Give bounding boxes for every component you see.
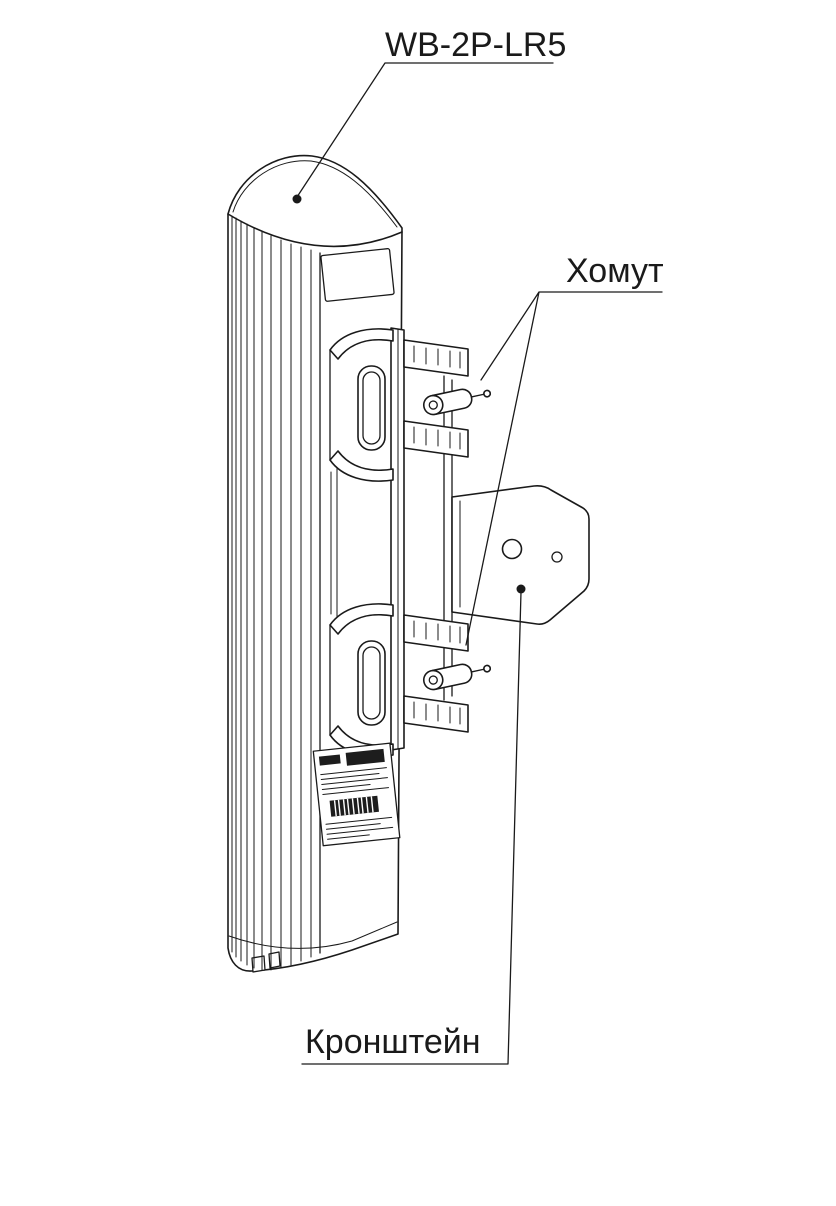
info-sticker bbox=[312, 742, 401, 847]
bracket-hole-large bbox=[501, 538, 523, 560]
leader-bracket-endpoint bbox=[516, 584, 526, 594]
bracket-label: Кронштейн bbox=[305, 1023, 481, 1061]
clamp-label: Хомут bbox=[566, 252, 664, 290]
leader-device bbox=[292, 62, 554, 204]
bracket-plate bbox=[451, 485, 590, 625]
bracket-arm bbox=[443, 375, 453, 701]
bracket-hole-small bbox=[551, 551, 563, 563]
shading-hatch bbox=[231, 215, 321, 971]
leader-bracket bbox=[301, 584, 526, 1065]
leader-clamp bbox=[465, 291, 663, 646]
label-recess bbox=[320, 248, 395, 302]
device-label: WB-2P-LR5 bbox=[385, 26, 566, 64]
leader-device-endpoint bbox=[292, 194, 302, 204]
